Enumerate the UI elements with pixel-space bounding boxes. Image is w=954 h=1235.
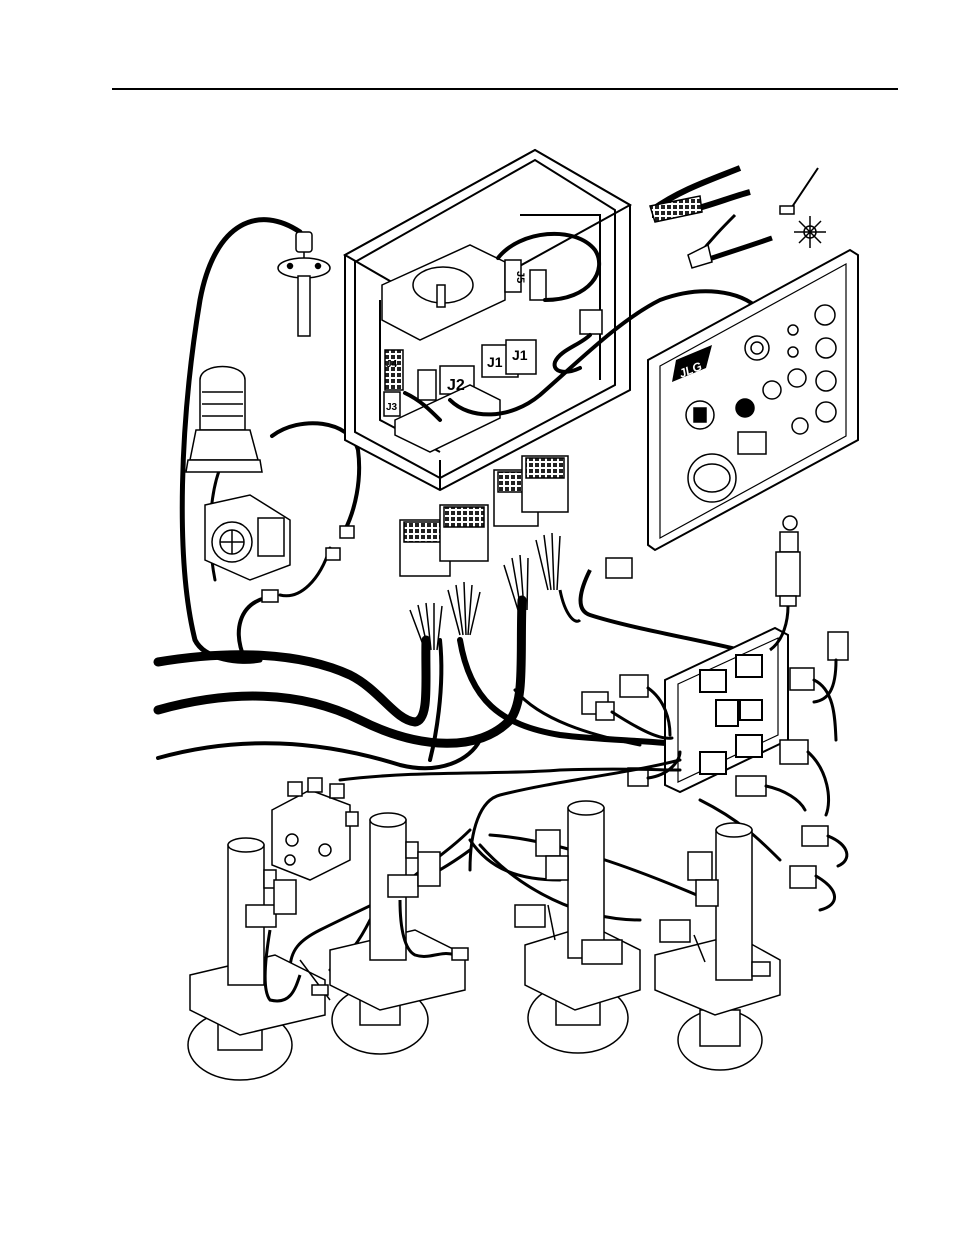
connector-pin xyxy=(794,216,826,248)
label-j2: J2 xyxy=(447,377,465,394)
beacon-light xyxy=(186,367,262,473)
alarm-horn xyxy=(205,495,354,602)
junction-module xyxy=(665,628,788,792)
label-j1-b: J1 xyxy=(512,347,528,363)
label-j5: J5 xyxy=(514,271,526,283)
label-j3: J3 xyxy=(386,402,398,413)
crimp-tools xyxy=(650,168,772,268)
extraction-tool xyxy=(780,168,818,214)
jack-4 xyxy=(655,823,780,1070)
indicator-lamp-icon xyxy=(736,399,754,417)
jack-3 xyxy=(515,801,640,1053)
label-j4: J4 xyxy=(386,359,398,370)
float-switch xyxy=(278,232,330,336)
harness-trunk-1 xyxy=(158,640,426,722)
valve-block xyxy=(272,778,358,880)
label-j1-a: J1 xyxy=(487,354,503,370)
